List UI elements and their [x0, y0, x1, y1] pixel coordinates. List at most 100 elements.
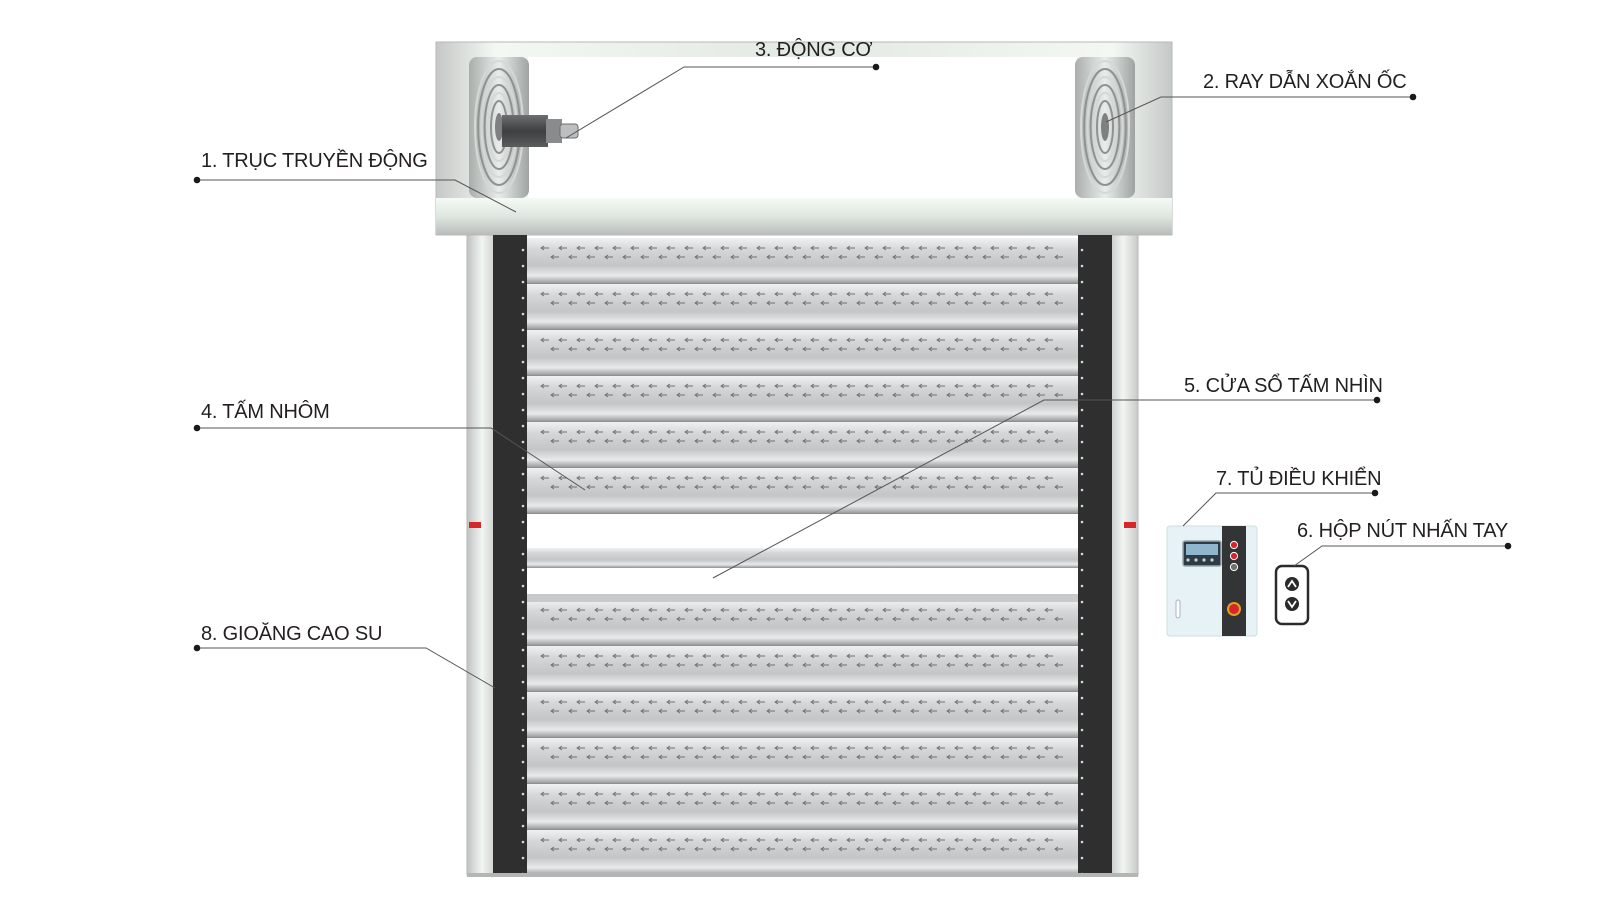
perforation-mark	[622, 438, 631, 444]
perforation-mark	[612, 653, 621, 659]
perforation-mark	[846, 475, 855, 481]
perforation-mark	[810, 791, 819, 797]
perforation-mark	[720, 245, 729, 251]
perforation-mark	[1018, 300, 1027, 306]
perforation-mark	[612, 291, 621, 297]
down-arrow-icon	[1287, 600, 1297, 609]
perforation-mark	[936, 791, 945, 797]
rail-rivet	[1080, 760, 1084, 764]
perforation-mark	[928, 254, 937, 260]
perforation-mark	[558, 245, 567, 251]
rail-rivet	[1080, 664, 1084, 668]
perforation-mark	[576, 383, 585, 389]
perforation-mark	[558, 429, 567, 435]
perforation-mark	[630, 653, 639, 659]
perforation-mark	[756, 699, 765, 705]
perforation-mark	[630, 837, 639, 843]
perforation-mark	[802, 662, 811, 668]
perforation-mark	[828, 475, 837, 481]
perforation-mark	[928, 754, 937, 760]
rail-rivet	[521, 392, 525, 396]
perforation-mark	[712, 846, 721, 852]
perforation-mark	[1018, 662, 1027, 668]
leader-vision-window	[712, 399, 1377, 579]
perforation-mark	[676, 662, 685, 668]
perforation-mark	[874, 662, 883, 668]
rail-rivet	[1080, 856, 1084, 860]
perforation-mark	[838, 438, 847, 444]
perforation-mark	[576, 245, 585, 251]
perforation-mark	[558, 791, 567, 797]
rail-rivet	[1080, 504, 1084, 508]
perforation-mark	[1026, 653, 1035, 659]
rail-rivet	[521, 632, 525, 636]
perforation-mark	[586, 346, 595, 352]
perforation-mark	[828, 745, 837, 751]
perforation-mark	[946, 254, 955, 260]
perforation-mark	[604, 438, 613, 444]
perforation-mark	[568, 616, 577, 622]
perforation-mark	[748, 754, 757, 760]
perforation-mark	[622, 800, 631, 806]
perforation-mark	[784, 300, 793, 306]
perforation-mark	[738, 245, 747, 251]
perforation-mark	[910, 708, 919, 714]
perforation-mark	[874, 708, 883, 714]
perforation-mark	[730, 484, 739, 490]
perforation-mark	[964, 754, 973, 760]
control-cabinet-key	[1186, 558, 1190, 562]
perforation-mark	[990, 607, 999, 613]
perforation-mark	[684, 245, 693, 251]
label-drive-shaft: 1. TRỤC TRUYỀN ĐỘNG	[201, 150, 428, 172]
perforation-mark	[756, 337, 765, 343]
perforation-mark	[838, 392, 847, 398]
perforation-mark	[964, 708, 973, 714]
perforation-mark	[756, 837, 765, 843]
perforation-mark	[820, 754, 829, 760]
perforation-mark	[964, 800, 973, 806]
perforation-mark	[802, 754, 811, 760]
perforation-mark	[900, 429, 909, 435]
perforation-mark	[666, 837, 675, 843]
perforation-mark	[900, 337, 909, 343]
rail-rivet	[521, 744, 525, 748]
perforation-mark	[748, 616, 757, 622]
perforation-mark	[892, 616, 901, 622]
perforation-mark	[1008, 475, 1017, 481]
perforation-mark	[550, 800, 559, 806]
perforation-mark	[838, 708, 847, 714]
perforation-mark	[694, 708, 703, 714]
perforation-mark	[1036, 662, 1045, 668]
housing-opening	[528, 57, 1077, 198]
perforation-mark	[756, 383, 765, 389]
perforation-mark	[702, 475, 711, 481]
perforation-mark	[990, 475, 999, 481]
perforation-mark	[568, 708, 577, 714]
perforation-mark	[972, 291, 981, 297]
perforation-mark	[946, 438, 955, 444]
rail-rivet	[521, 584, 525, 588]
perforation-mark	[756, 791, 765, 797]
perforation-mark	[540, 791, 549, 797]
right-spiral-drum-spiral-ring	[1080, 60, 1130, 194]
right-side-frame	[1107, 234, 1139, 876]
perforation-mark	[1000, 754, 1009, 760]
label-aluminum-panel: 4. TẤM NHÔM	[201, 401, 330, 423]
perforation-mark	[630, 429, 639, 435]
aluminum-slat-face	[527, 468, 1078, 514]
perforation-mark	[748, 254, 757, 260]
perforation-mark	[874, 438, 883, 444]
up-button	[1285, 577, 1299, 591]
perforation-mark	[1054, 708, 1063, 714]
perforation-mark	[766, 484, 775, 490]
perforation-mark	[558, 475, 567, 481]
label-motor: 3. ĐỘNG CƠ	[755, 39, 873, 61]
perforation-mark	[874, 392, 883, 398]
perforation-mark	[982, 346, 991, 352]
perforation-mark	[586, 846, 595, 852]
perforation-mark	[882, 291, 891, 297]
perforation-mark	[820, 346, 829, 352]
perforation-mark	[864, 607, 873, 613]
perforation-mark	[1054, 662, 1063, 668]
perforation-mark	[972, 337, 981, 343]
